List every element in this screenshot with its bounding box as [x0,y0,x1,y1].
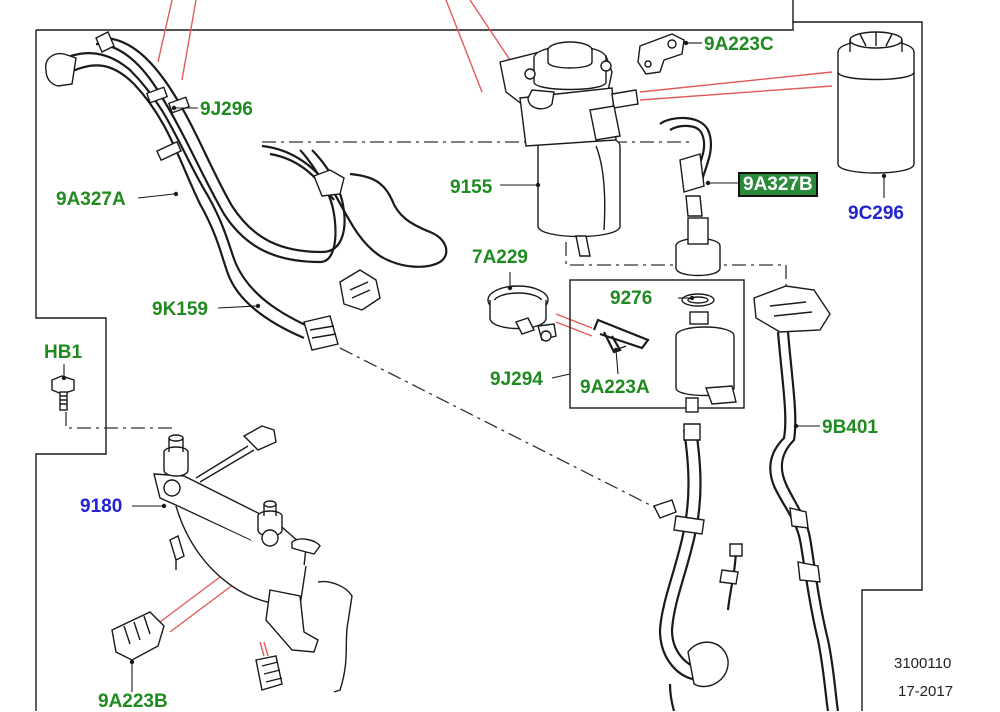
hose-9b401 [753,285,840,711]
label-7a229[interactable]: 7A229 [472,247,528,268]
label-9155[interactable]: 9155 [450,177,493,198]
label-hb1[interactable]: HB1 [44,342,83,363]
callout-leaders [61,40,887,692]
fuel-filter-housing [499,41,639,257]
label-9j294[interactable]: 9J294 [490,369,543,390]
clip-9a223c [637,33,685,75]
label-9j296[interactable]: 9J296 [200,99,253,120]
label-9a223b[interactable]: 9A223B [98,691,168,712]
label-9a223c[interactable]: 9A223C [704,34,774,55]
label-9a327a[interactable]: 9A327A [56,189,126,210]
drawing-number: 3100110 [894,655,952,672]
water-sensor-assembly [569,217,745,413]
red-leaders-top [157,0,833,657]
mounting-bracket-9180 [153,425,353,693]
label-9k159[interactable]: 9K159 [152,299,208,320]
label-9a223a[interactable]: 9A223A [580,377,650,398]
label-9276[interactable]: 9276 [610,288,653,309]
label-9c296[interactable]: 9C296 [848,203,904,224]
clamp-7a229 [487,285,557,342]
clip-9a223a [592,318,650,354]
bolt-hb1 [51,375,75,411]
label-9180[interactable]: 9180 [80,496,123,517]
label-9a327b-selected[interactable]: 9A327B [738,172,818,197]
harness-connector [255,655,283,691]
drawing-date: 17-2017 [898,683,954,700]
fuel-line-assembly [45,31,448,351]
label-9b401[interactable]: 9B401 [822,417,878,438]
diagram-frame [35,21,923,711]
filter-element-9c296 [837,31,915,174]
supply-hose [653,423,743,711]
clip-9a223b [111,611,165,661]
hose-9a327b [659,116,713,217]
